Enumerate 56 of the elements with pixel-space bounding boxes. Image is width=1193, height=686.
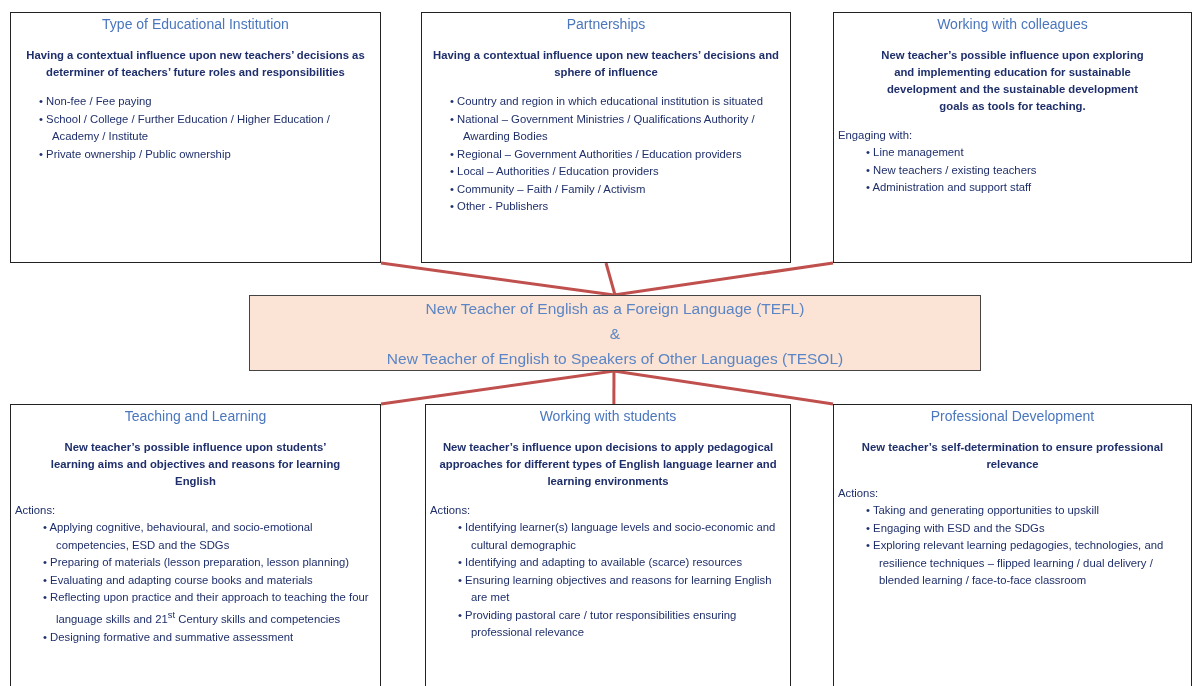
category-box: [421, 12, 791, 263]
central-text: New Teacher of English as a Foreign Language (TEFL): [425, 298, 805, 319]
bullet-item: • Ensuring learning objectives and reasons for learning English are met: [458, 572, 773, 605]
central-box: [249, 295, 981, 371]
connector-line: [380, 261, 615, 297]
bullet-item: • Non-fee / Fee paying: [39, 94, 153, 109]
box-statement: New teacher’s influence upon decisions to apply pedagogical approaches for different types of English language learner and learning environments: [438, 440, 778, 489]
box-statement: Having a contextual influence upon new teachers’ decisions and sphere of influence: [432, 48, 780, 80]
bullet-item: • Reflecting upon practice and their approach to teaching the four language skills and 21$^{st}$ Century skills and competencies: [43, 590, 370, 628]
list-intro: Actions:: [15, 503, 57, 518]
bullet-item: • Identifying and adapting to available (scarce) resources: [458, 555, 744, 570]
box-heading: Professional Development: [929, 408, 1096, 424]
bullet-item: • Exploring relevant learning pedagogies, technologies, and resilience techniques – flipped learning / dual delivery / blended learning / face-to-face classroom: [866, 538, 1165, 588]
bullet-item: • Country and region in which educational institution is situated: [450, 94, 764, 109]
category-box: [833, 12, 1192, 263]
box-heading: Working with colleagues: [936, 16, 1089, 32]
list-intro: Engaging with:: [838, 128, 914, 143]
bullet-item: • Identifying learner(s) language levels and socio-economic and cultural demographic: [458, 520, 777, 553]
box-statement: New teacher’s possible influence upon students’ learning aims and objectives and reasons for learning English: [49, 440, 342, 489]
bullet-item: • School / College / Further Education / Higher Education / Academy / Institute: [39, 111, 331, 144]
bullet-item: • Local – Authorities / Education providers: [450, 164, 660, 179]
bullet-item: • Community – Faith / Family / Activism: [450, 181, 647, 197]
central-text: New Teacher of English to Speakers of Other Languages (TESOL): [386, 348, 844, 369]
category-box: [10, 12, 381, 263]
bullet-item: • Designing formative and summative assessment: [43, 629, 295, 645]
bullet-item: • Evaluating and adapting course books and materials: [43, 572, 314, 588]
connector-line: [604, 262, 617, 296]
box-statement: New teacher’s self-determination to ensure professional relevance: [860, 440, 1165, 472]
bullet-item: • Regional – Government Authorities / Education providers: [450, 146, 743, 162]
list-intro: Actions:: [838, 486, 880, 501]
bullet-item: • New teachers / existing teachers: [866, 162, 1038, 178]
category-box: [10, 404, 381, 686]
bullet-item: • National – Government Ministries / Qualifications Authority / Awarding Bodies: [450, 111, 756, 144]
category-box: [425, 404, 791, 686]
bullet-item: • Preparing of materials (lesson preparation, lesson planning): [43, 555, 350, 570]
bullet-item: • Providing pastoral care / tutor responsibilities ensuring professional relevance: [458, 607, 738, 640]
bullet-item: • Applying cognitive, behavioural, and socio-emotional competencies, ESD and the SDGs: [43, 520, 314, 553]
central-text: &: [609, 323, 621, 344]
connector-line: [612, 371, 616, 404]
category-box: [833, 404, 1192, 686]
bullet-item: • Private ownership / Public ownership: [39, 146, 232, 162]
bullet-item: • Line management: [866, 145, 965, 160]
bullet-item: • Other - Publishers: [450, 199, 550, 214]
connector-line: [613, 369, 834, 406]
box-statement: Having a contextual influence upon new teachers’ decisions as determiner of teachers’ future roles and responsibilities: [25, 48, 366, 80]
bullet-item: • Taking and generating opportunities to upskill: [866, 503, 1100, 518]
box-heading: Working with students: [538, 408, 678, 424]
box-statement: New teacher’s possible influence upon exploring and implementing education for sustainable development and the sustainable development goals as tools for teaching.: [880, 48, 1145, 114]
list-intro: Actions:: [430, 503, 472, 518]
bullet-item: • Engaging with ESD and the SDGs: [866, 520, 1046, 536]
connector-line: [613, 261, 834, 297]
bullet-item: • Administration and support staff: [866, 180, 1033, 195]
connector-line: [380, 369, 615, 406]
box-heading: Partnerships: [565, 16, 647, 32]
box-heading: Type of Educational Institution: [101, 16, 290, 32]
box-heading: Teaching and Learning: [123, 408, 268, 424]
